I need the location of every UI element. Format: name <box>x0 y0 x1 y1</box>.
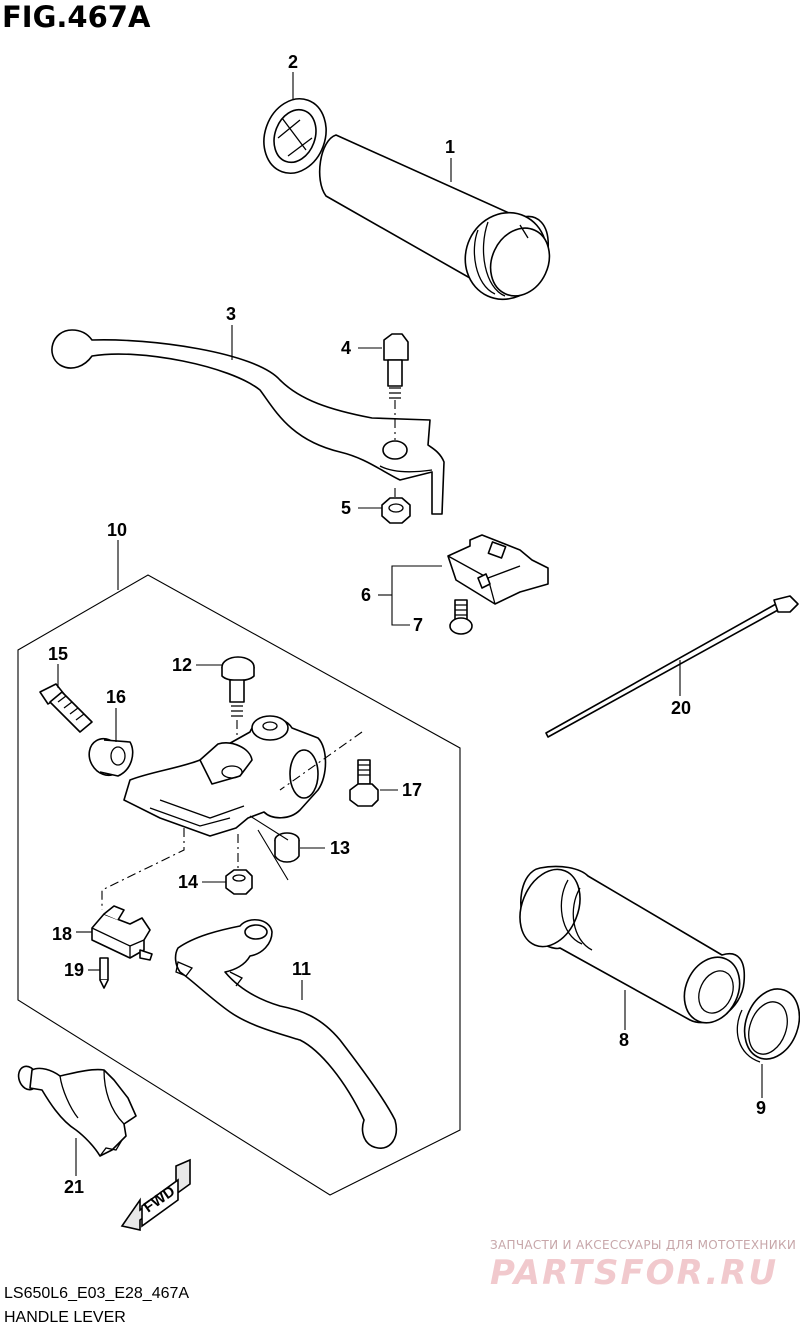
watermark-logo: PARTSFOR.RU <box>490 1253 779 1293</box>
part-14-nut <box>225 834 253 895</box>
model-code: LS650L6_E03_E28_467A <box>4 1285 190 1302</box>
callout-5: 5 <box>341 498 351 518</box>
watermark-tagline: ЗАПЧАСТИ И АКСЕССУАРЫ ДЛЯ МОТОТЕХНИКИ <box>490 1238 797 1252</box>
part-3-brake-lever <box>51 329 445 515</box>
part-1-throttle-grip <box>318 134 551 301</box>
part-9-grip-end-cap <box>736 988 800 1063</box>
callout-17: 17 <box>402 780 422 800</box>
callout-11: 11 <box>292 959 311 979</box>
part-8-handlebar-grip <box>519 865 746 1024</box>
assembly-line-17 <box>279 731 363 791</box>
part-2-grip-end-ring <box>263 98 327 174</box>
callout-13: 13 <box>330 838 350 858</box>
part-4-pivot-bolt <box>383 333 409 440</box>
callout-20: 20 <box>671 698 691 718</box>
part-7-switch-screw <box>449 599 473 635</box>
part-19-switch-screw <box>99 957 109 989</box>
leader-lines <box>57 72 763 1176</box>
callout-18: 18 <box>52 924 72 944</box>
assembly-line-18 <box>101 828 185 910</box>
callout-6: 6 <box>361 585 371 605</box>
part-10-assembly-box <box>17 574 461 1196</box>
figure-title: FIG.467A <box>2 0 151 34</box>
part-6-brake-switch <box>447 534 549 605</box>
callout-16: 16 <box>106 687 126 707</box>
callout-2: 2 <box>288 52 298 72</box>
callout-21: 21 <box>64 1177 84 1197</box>
part-16-adjuster-nut <box>88 737 134 777</box>
part-21-cable-boot <box>17 1065 137 1157</box>
callout-8: 8 <box>619 1030 629 1050</box>
callout-3: 3 <box>226 304 236 324</box>
callout-12: 12 <box>172 655 192 675</box>
callout-9: 9 <box>756 1098 766 1118</box>
callout-7: 7 <box>413 615 423 635</box>
callout-14: 14 <box>178 872 198 892</box>
part-15-adjuster-bolt <box>39 683 93 733</box>
part-18-clutch-switch <box>91 905 153 961</box>
callout-4: 4 <box>341 338 351 358</box>
part-20-cable-tie <box>545 595 799 738</box>
part-13-collar <box>274 832 300 863</box>
fwd-direction-arrow: FWD <box>120 1158 191 1231</box>
callout-19: 19 <box>64 960 84 980</box>
part-17-screw <box>349 759 379 807</box>
part-11-clutch-lever <box>174 919 397 1149</box>
callout-numbers: 1 2 3 4 5 6 7 8 9 10 11 12 13 14 15 16 1… <box>48 52 766 1197</box>
callout-10: 10 <box>107 520 127 540</box>
callout-15: 15 <box>48 644 68 664</box>
clutch-lever-holder <box>123 715 327 837</box>
figure-caption: HANDLE LEVER <box>4 1309 126 1326</box>
bracket-13 <box>249 815 289 881</box>
part-5-nut <box>381 488 411 524</box>
callout-1: 1 <box>445 137 455 157</box>
